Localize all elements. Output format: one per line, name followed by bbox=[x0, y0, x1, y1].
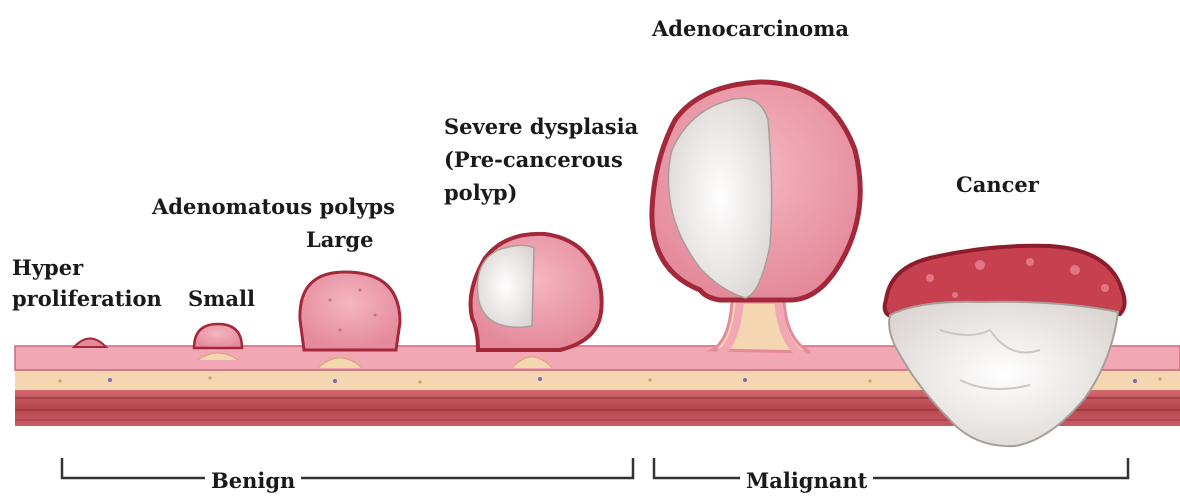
large-polyp-label: Large bbox=[306, 225, 373, 255]
hyperproliferation-label-line2: proliferation bbox=[12, 284, 162, 314]
severe-dysplasia-label-line3: polyp) bbox=[444, 178, 518, 208]
small-polyp-label: Small bbox=[188, 284, 255, 314]
adenomatous-polyps-label: Adenomatous polyps bbox=[152, 192, 395, 222]
severe-dysplasia-label-line1: Severe dysplasia bbox=[444, 112, 638, 142]
benign-bracket bbox=[62, 458, 633, 478]
hyperproliferation-label-line1: Hyper bbox=[12, 253, 83, 283]
benign-label: Benign bbox=[205, 466, 301, 496]
adenocarcinoma-polyp bbox=[652, 82, 860, 356]
malignant-bracket bbox=[654, 458, 1128, 478]
cancer-label: Cancer bbox=[956, 170, 1039, 200]
hyperproliferation-bump bbox=[74, 339, 106, 348]
adenocarcinoma-label: Adenocarcinoma bbox=[652, 14, 849, 44]
severe-dysplasia-label-line2: (Pre-cancerous bbox=[444, 145, 623, 175]
malignant-label: Malignant bbox=[740, 466, 873, 496]
